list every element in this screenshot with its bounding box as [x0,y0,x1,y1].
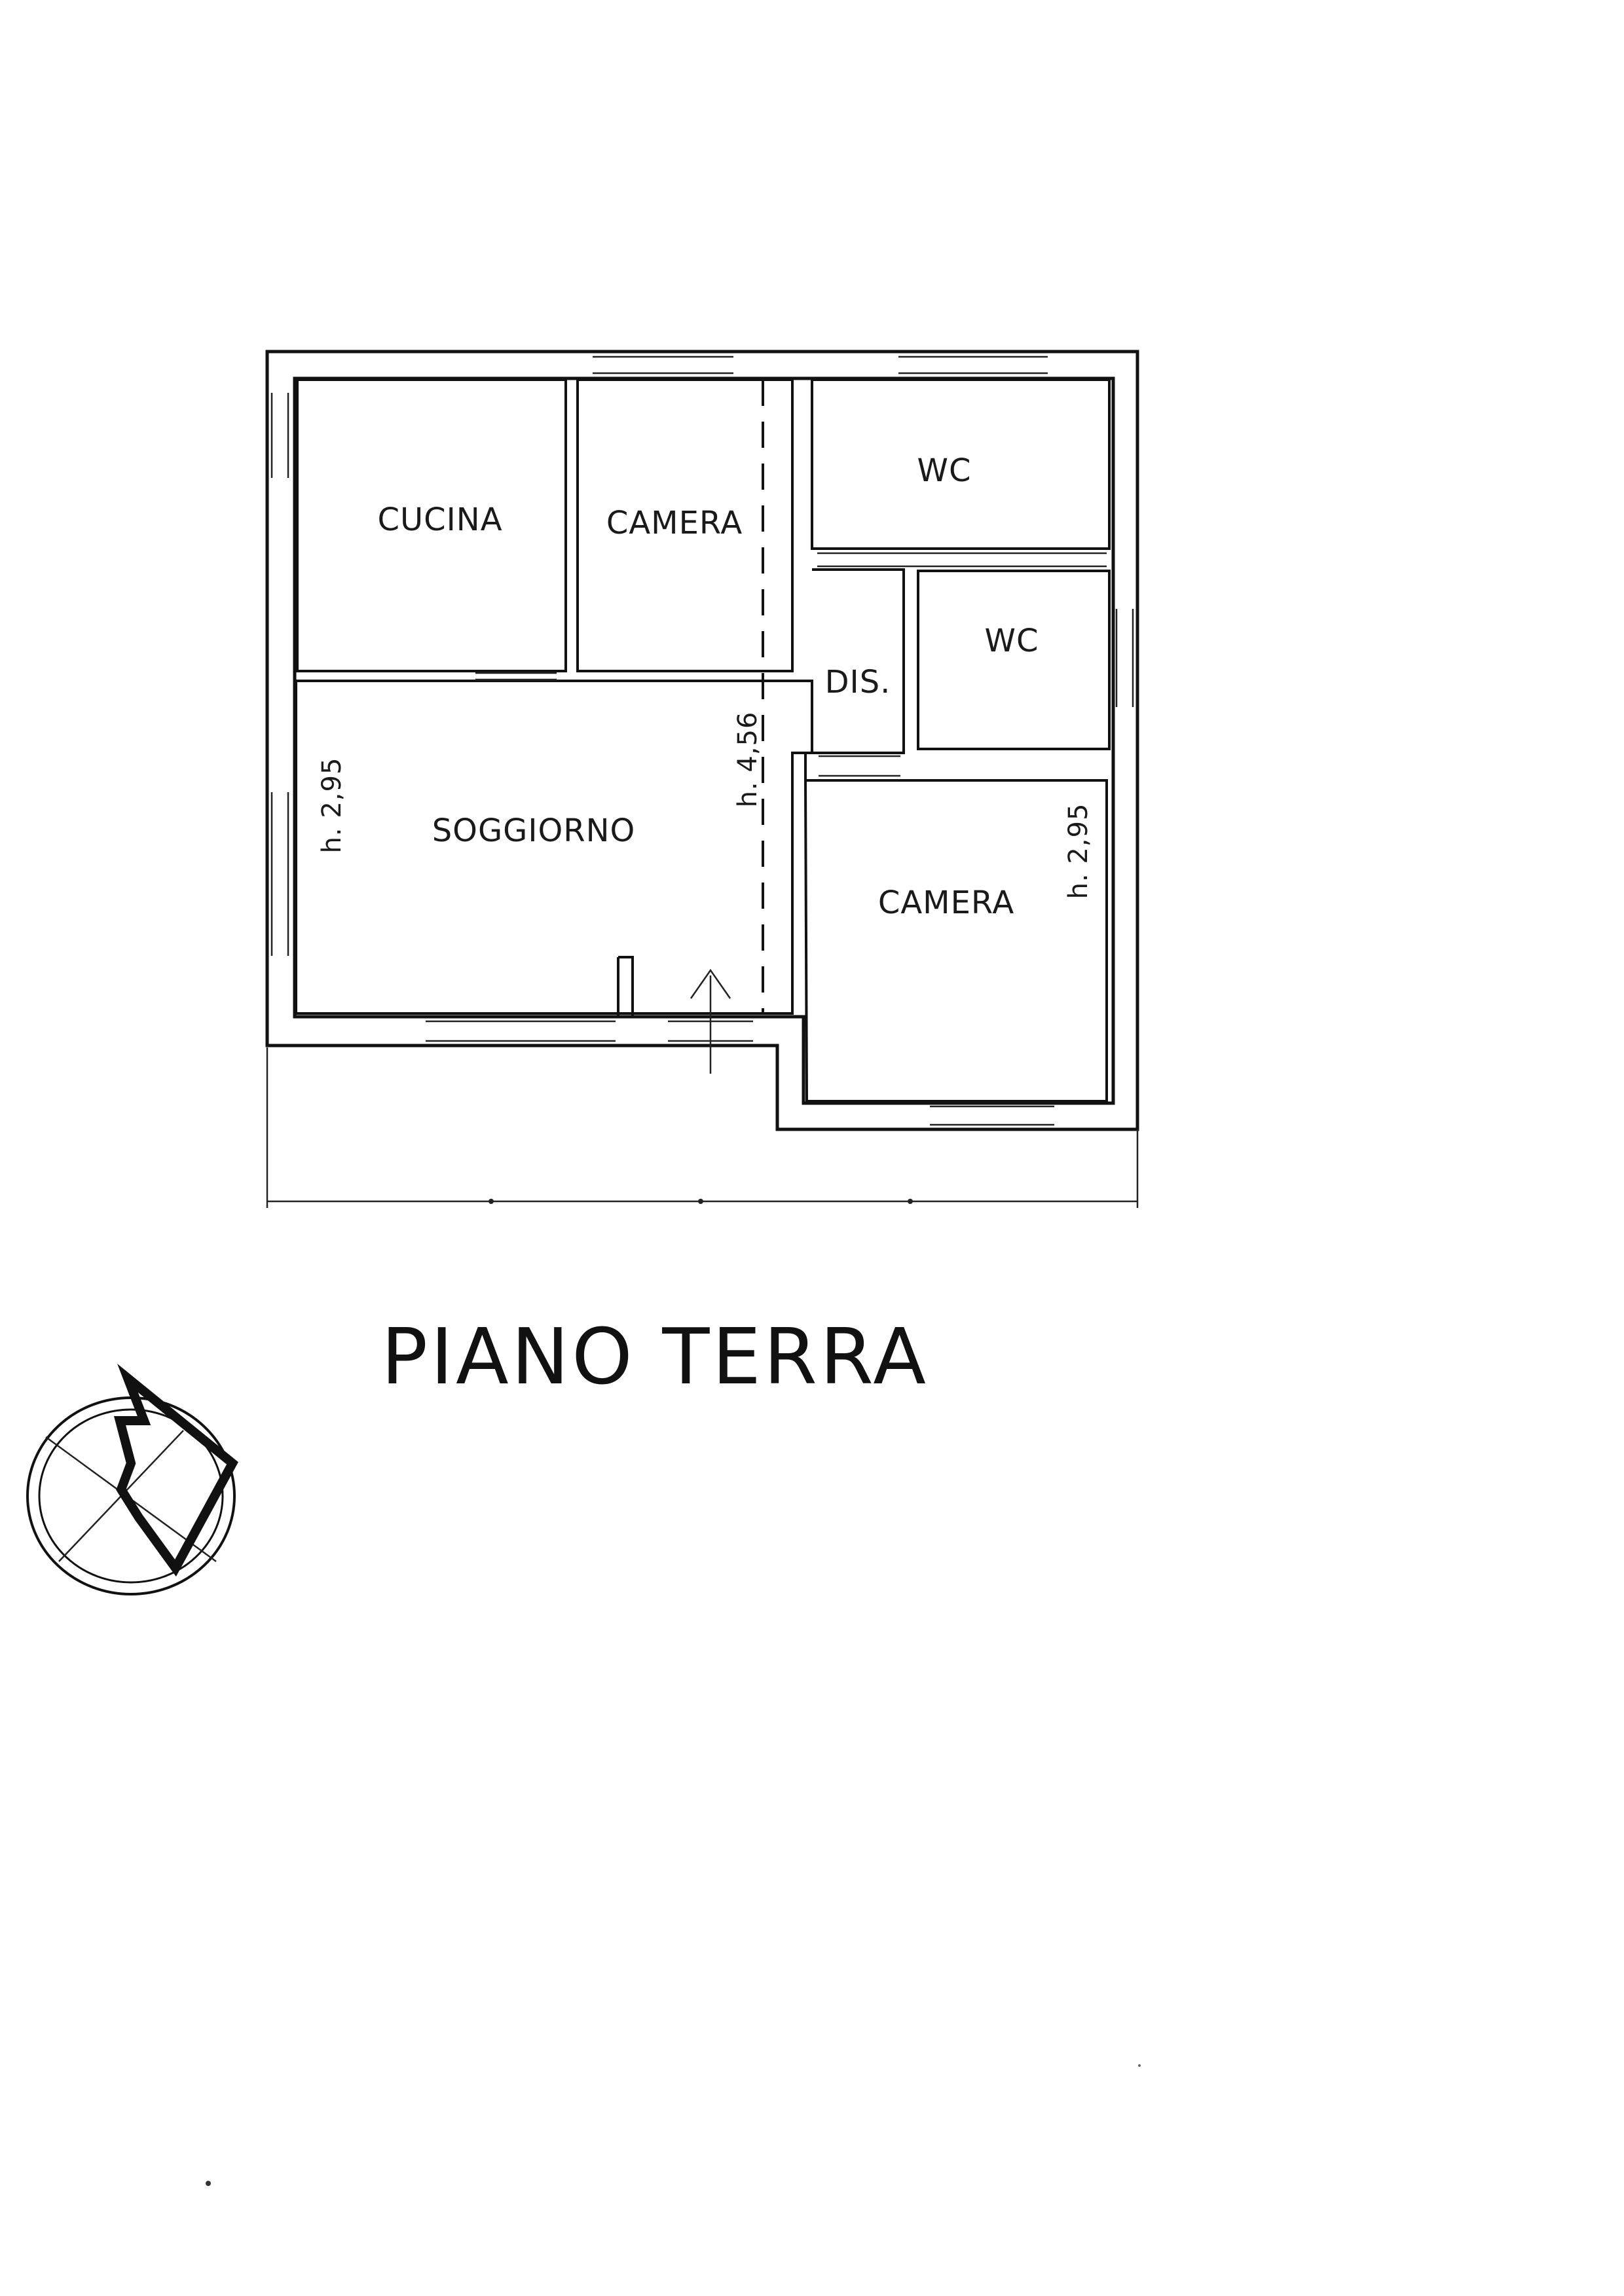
height-label-left: h. 2,95 [317,757,347,854]
exterior-walls [265,350,1139,1131]
room-label-camera-top: CAMERA [606,505,743,541]
windows [270,355,1134,1126]
room-label-camera-bottom: CAMERA [878,884,1014,921]
room-label-dis: DIS. [825,664,891,701]
room-label-wc-top: WC [917,452,972,489]
plan-title: PIANO TERRA [381,1311,929,1402]
interior-walls [295,378,1111,1102]
entrance-arrow-icon [690,968,731,1074]
dimension-line [266,1048,1139,1208]
north-arrow-icon [26,1364,238,1595]
scan-speck [1138,2064,1141,2067]
scan-speck [206,2181,211,2186]
height-label-center: h. 4,56 [733,712,763,808]
room-label-soggiorno: SOGGIORNO [432,812,636,849]
room-label-cucina: CUCINA [377,501,502,538]
room-label-wc-mid: WC [985,623,1039,659]
height-label-right: h. 2,95 [1063,803,1094,900]
